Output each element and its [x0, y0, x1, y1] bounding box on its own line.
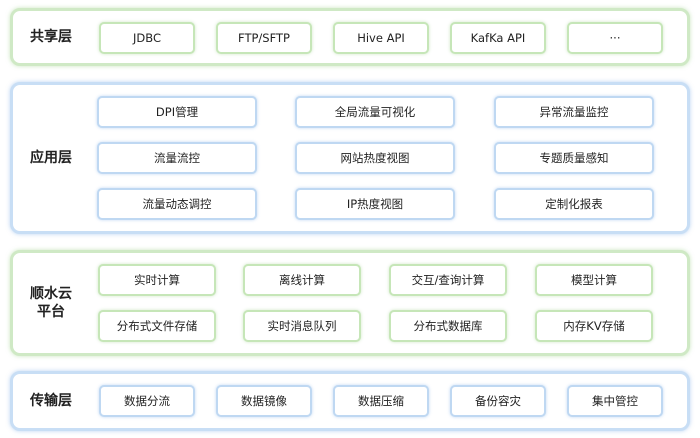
transport-item-data-splitting: 数据分流 — [99, 385, 195, 417]
app-item-custom-reports: 定制化报表 — [494, 188, 654, 220]
app-item-dynamic-traffic-regulation: 流量动态调控 — [97, 188, 257, 220]
platform-item-in-memory-kv-storage: 内存KV存储 — [535, 310, 653, 342]
shared-item-kafka-api: KafKa API — [450, 22, 546, 54]
app-item-global-traffic-visualization: 全局流量可视化 — [295, 96, 455, 128]
shared-layer-title: 共享层 — [30, 29, 72, 45]
transport-layer: 传输层 数据分流 数据镜像 数据压缩 备份容灾 集中管控 — [10, 371, 690, 431]
platform-item-model-compute: 模型计算 — [535, 264, 653, 296]
transport-item-centralized-control: 集中管控 — [567, 385, 663, 417]
platform-item-distributed-database: 分布式数据库 — [389, 310, 507, 342]
application-layer: 应用层 DPI管理 全局流量可视化 异常流量监控 流量流控 网站热度视图 专题质… — [10, 82, 690, 234]
shared-layer: 共享层 JDBC FTP/SFTP Hive API KafKa API ··· — [10, 8, 690, 66]
platform-title-line-1: 顺水云 — [30, 286, 72, 302]
platform-layer: 顺水云 平台 实时计算 离线计算 交互/查询计算 模型计算 分布式文件存储 实时… — [10, 250, 690, 356]
platform-item-realtime-compute: 实时计算 — [98, 264, 216, 296]
shared-item-hive-api: Hive API — [333, 22, 429, 54]
transport-item-backup-disaster-recovery: 备份容灾 — [450, 385, 546, 417]
transport-item-data-compression: 数据压缩 — [333, 385, 429, 417]
application-layer-title: 应用层 — [30, 150, 72, 166]
transport-layer-title: 传输层 — [30, 393, 72, 409]
shared-item-jdbc: JDBC — [99, 22, 195, 54]
app-item-topic-quality-perception: 专题质量感知 — [494, 142, 654, 174]
platform-item-offline-compute: 离线计算 — [243, 264, 361, 296]
platform-title-line-2: 平台 — [37, 304, 65, 320]
platform-item-distributed-file-storage: 分布式文件存储 — [98, 310, 216, 342]
app-item-ip-heat-view: IP热度视图 — [295, 188, 455, 220]
platform-layer-title: 顺水云 平台 — [13, 285, 89, 321]
shared-item-more: ··· — [567, 22, 663, 54]
app-item-abnormal-traffic-monitoring: 异常流量监控 — [494, 96, 654, 128]
app-item-dpi-management: DPI管理 — [97, 96, 257, 128]
app-item-website-heat-view: 网站热度视图 — [295, 142, 455, 174]
platform-item-interactive-query-compute: 交互/查询计算 — [389, 264, 507, 296]
app-item-traffic-control: 流量流控 — [97, 142, 257, 174]
shared-item-ftp-sftp: FTP/SFTP — [216, 22, 312, 54]
platform-item-realtime-message-queue: 实时消息队列 — [243, 310, 361, 342]
transport-item-data-mirroring: 数据镜像 — [216, 385, 312, 417]
